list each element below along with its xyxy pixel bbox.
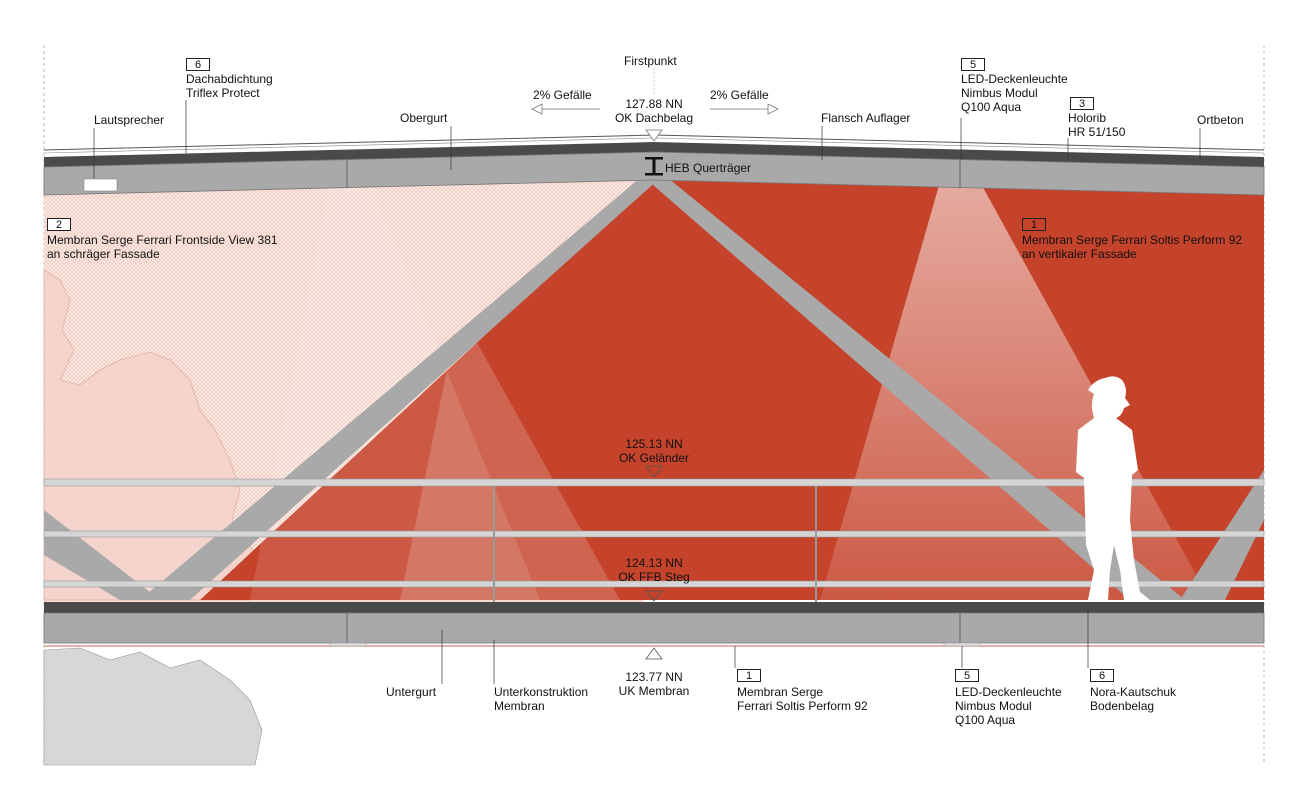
floor-deck-dark (44, 602, 1264, 613)
heb-profile-symbol (645, 157, 663, 176)
label-holorib: Holorib HR 51/150 (1068, 111, 1126, 139)
roof-deck-dark (44, 142, 1264, 167)
badge-led-top: 5 (961, 58, 985, 71)
label-level-roof: 127.88 NN OK Dachbelag (614, 97, 694, 125)
led-fixture-bottom-right (943, 642, 981, 647)
slope-arrow-right (710, 103, 779, 115)
label-led-bottom: LED-Deckenleuchte Nimbus Modul Q100 Aqua (955, 685, 1062, 727)
level-marker-roof (645, 129, 663, 142)
label-membran-serge: Membran Serge Ferrari Soltis Perform 92 (737, 685, 868, 713)
badge-membrane-right: 1 (1022, 218, 1046, 231)
badge-nora: 6 (1090, 669, 1114, 682)
badge-dachabdichtung: 6 (186, 58, 210, 71)
label-level-gelaender: 125.13 NN OK Geländer (618, 437, 690, 465)
label-obergurt: Obergurt (400, 111, 448, 125)
level-marker-ffb (645, 590, 663, 602)
label-heb: HEB Querträger (665, 161, 752, 175)
badge-membran-serge: 1 (737, 669, 761, 682)
label-gefaelle-right: 2% Gefälle (710, 88, 769, 102)
label-level-ffb: 124.13 NN OK FFB Steg (618, 556, 690, 584)
bottom-chord (43, 612, 1265, 644)
label-level-uk: 123.77 NN UK Membran (618, 670, 690, 698)
label-gefaelle-left: 2% Gefälle (533, 88, 592, 102)
label-flansch: Flansch Auflager (821, 111, 911, 125)
label-unterkonstruktion: Unterkonstruktion Membran (494, 685, 589, 713)
badge-led-bottom: 5 (955, 669, 979, 682)
label-led-top: LED-Deckenleuchte Nimbus Modul Q100 Aqua (961, 72, 1068, 114)
label-ortbeton: Ortbeton (1197, 113, 1244, 127)
led-fixture-bottom-left (329, 642, 367, 647)
label-membrane-left: Membran Serge Ferrari Frontside View 381… (47, 233, 278, 261)
railing-top-bar (43, 478, 1265, 487)
railing-low-bar (43, 580, 1265, 588)
label-membrane-right: Membran Serge Ferrari Soltis Perform 92 … (1022, 233, 1243, 261)
slope-arrow-left (531, 103, 600, 115)
bottom-left-contour (43, 647, 263, 766)
badge-holorib: 3 (1070, 97, 1094, 110)
level-marker-uk (645, 647, 663, 660)
person-silhouette (1076, 376, 1150, 600)
label-dachabdichtung: Dachabdichtung Triflex Protect (186, 72, 273, 100)
speaker-box (83, 178, 118, 192)
label-nora: Nora-Kautschuk Bodenbelag (1090, 685, 1177, 713)
truss-diagonal-left (140, 178, 660, 600)
truss-diagonal-right (645, 178, 1185, 600)
railing-mid-bar (43, 530, 1265, 538)
label-lautsprecher: Lautsprecher (94, 113, 165, 127)
level-marker-gelaender (645, 465, 663, 478)
label-untergurt: Untergurt (386, 685, 437, 699)
label-firstpunkt: Firstpunkt (624, 54, 677, 68)
badge-membrane-left: 2 (47, 218, 71, 231)
